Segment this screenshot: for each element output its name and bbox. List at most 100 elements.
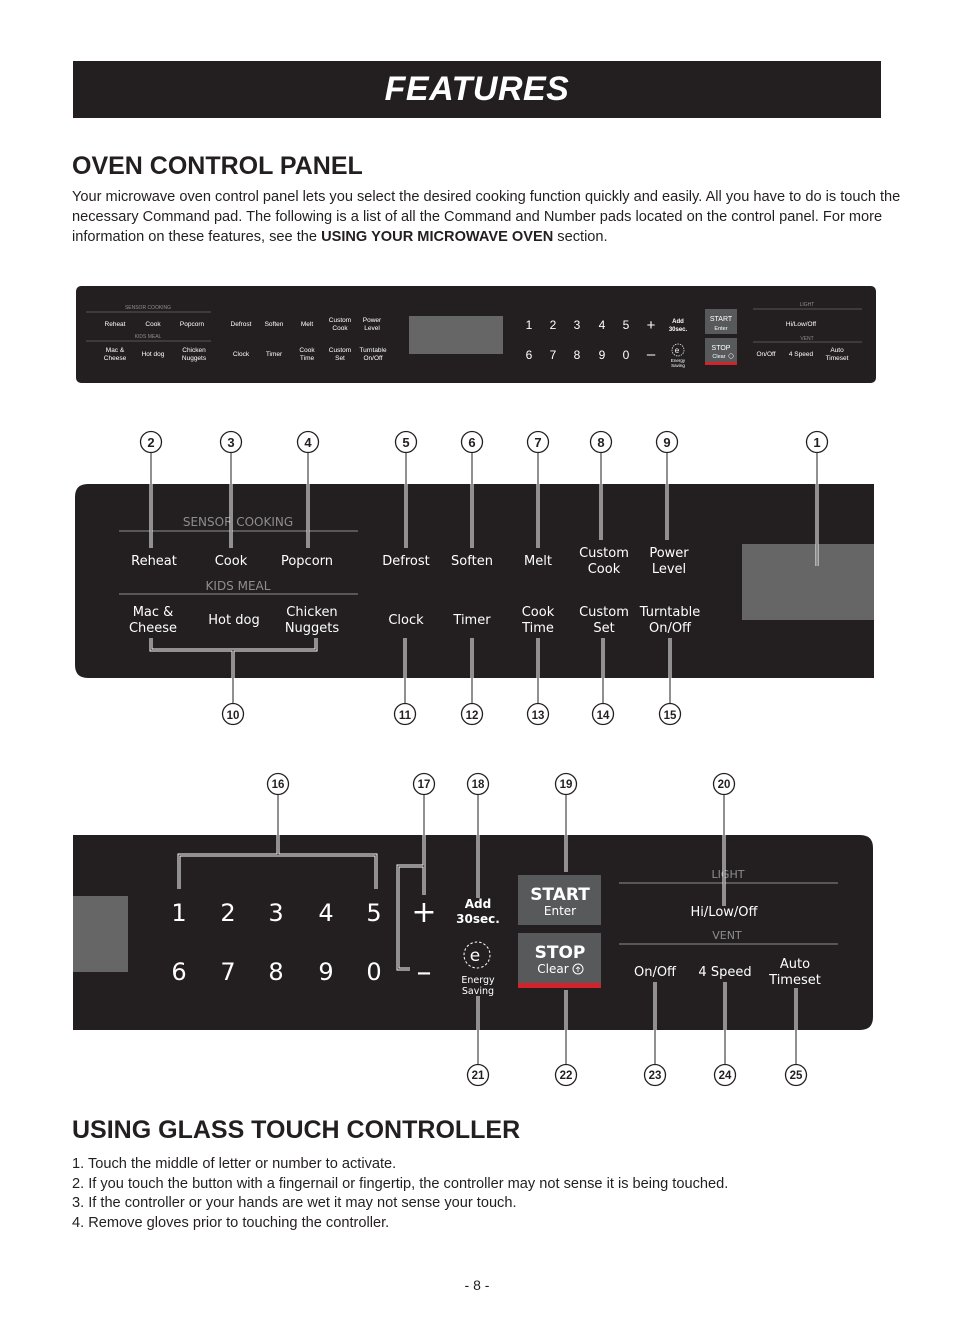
svg-text:11: 11 [399,710,412,722]
mini-auto-1: Auto [830,347,844,354]
callout-25: 25 [784,1063,808,1087]
svg-text:12: 12 [466,710,479,722]
mini-chicken-2: Nuggets [182,355,207,362]
stop-red-bar [518,983,601,988]
mini-energy-2: Saving [671,363,685,368]
plus-sign: + [411,895,436,930]
digit-1: 1 [171,899,186,927]
mini-chicken-1: Chicken [182,347,206,354]
cook-time-label-1: Cook [522,605,555,620]
mini-mac-1: Mac & [106,347,125,354]
mini-clear: Clear [712,354,725,360]
mini-digit-7: 7 [550,348,557,362]
auto-timeset-label-1: Auto [780,957,810,972]
hotdog-label: Hot dog [208,613,259,628]
touch-instructions-list: 1. Touch the middle of letter or number … [72,1155,728,1234]
mini-power-1: Power [363,317,382,324]
add-30-label-1: Add [465,897,491,911]
callout-23: 23 [643,1063,667,1087]
mac-label-1: Mac & [133,605,174,620]
svg-text:2: 2 [147,435,154,450]
defrost-label: Defrost [382,554,429,569]
start-label: START [530,885,590,905]
full-control-panel: SENSOR COOKING Reheat Cook Popcorn KIDS … [76,286,876,383]
svg-text:8: 8 [597,435,604,450]
kids-meal-label: KIDS MEAL [206,579,271,593]
turntable-label-1: Turntable [639,605,701,620]
vent-on-off-label: On/Off [634,965,677,980]
mini-start-button [705,309,737,334]
four-speed-label: 4 Speed [698,965,751,980]
svg-text:17: 17 [418,779,431,791]
timer-label: Timer [452,613,491,628]
callout-17: 17 [412,772,436,796]
mini-cook-time-2: Time [300,355,315,362]
svg-text:21: 21 [472,1070,485,1082]
energy-saving-label-2: Saving [462,986,494,997]
svg-text:23: 23 [649,1070,662,1082]
mini-reheat: Reheat [105,321,126,328]
digit-8: 8 [268,958,283,986]
callout-4: 4 [296,430,320,454]
cook-time-label-2: Time [521,621,554,636]
callout-12: 12 [460,702,484,726]
mini-digit-4: 4 [599,318,606,332]
custom-cook-label-1: Custom [579,546,629,561]
mini-digit-9: 9 [599,348,606,362]
power-level-label-1: Power [649,546,689,561]
child-lock-icon [572,963,584,975]
mini-kids-meal: KIDS MEAL [135,334,162,340]
callout-3: 3 [219,430,243,454]
chicken-label-1: Chicken [286,605,337,620]
svg-text:16: 16 [272,779,285,791]
display-window-edge [73,896,128,972]
section-heading-glass-touch: USING GLASS TOUCH CONTROLLER [72,1116,521,1144]
enter-label: Enter [544,904,576,918]
mini-stop: STOP [712,345,731,352]
svg-text:22: 22 [560,1070,573,1082]
svg-text:20: 20 [718,779,731,791]
mini-digit-5: 5 [623,318,630,332]
display-window [742,544,874,620]
callout-18: 18 [466,772,490,796]
stop-clear-button [518,933,601,983]
svg-text:1: 1 [813,435,820,450]
mini-vent: VENT [800,336,813,342]
mini-auto-2: Timeset [826,355,849,362]
clock-label: Clock [388,613,424,628]
detail-panel-left: SENSOR COOKING Reheat Cook Popcorn KIDS … [75,452,874,704]
mini-power-2: Level [364,325,380,332]
svg-text:15: 15 [664,710,677,722]
svg-text:e: e [675,346,680,355]
callout-13: 13 [526,702,550,726]
mini-lock-icon [728,353,734,359]
turntable-label-2: On/Off [649,621,692,636]
minus-sign: – [417,955,432,990]
callout-14: 14 [591,702,615,726]
soften-label: Soften [451,554,493,569]
mini-defrost: Defrost [231,321,252,328]
vent-label: VENT [712,929,742,942]
energy-saving-icon [463,941,491,969]
list-item: 1. Touch the middle of letter or number … [72,1156,397,1172]
mini-plus: + [647,317,656,334]
mini-onoff: On/Off [756,351,775,358]
mini-start: START [710,316,733,323]
callout-22: 22 [554,1063,578,1087]
callout-19: 19 [554,772,578,796]
mini-popcorn: Popcorn [180,321,205,328]
mini-energy-1: Energy [671,358,686,363]
hi-low-off-label: Hi/Low/Off [691,905,759,920]
custom-set-label-1: Custom [579,605,629,620]
sensor-cooking-label: SENSOR COOKING [183,515,293,529]
svg-text:18: 18 [472,779,485,791]
svg-text:4: 4 [304,435,312,450]
mini-custom-set-2: Set [335,355,345,362]
digit-2: 2 [220,899,235,927]
callout-16: 16 [266,772,290,796]
custom-cook-label-2: Cook [588,562,621,577]
svg-text:13: 13 [532,710,545,722]
callout-24: 24 [713,1063,737,1087]
svg-text:e: e [470,946,480,966]
svg-text:3: 3 [227,435,234,450]
